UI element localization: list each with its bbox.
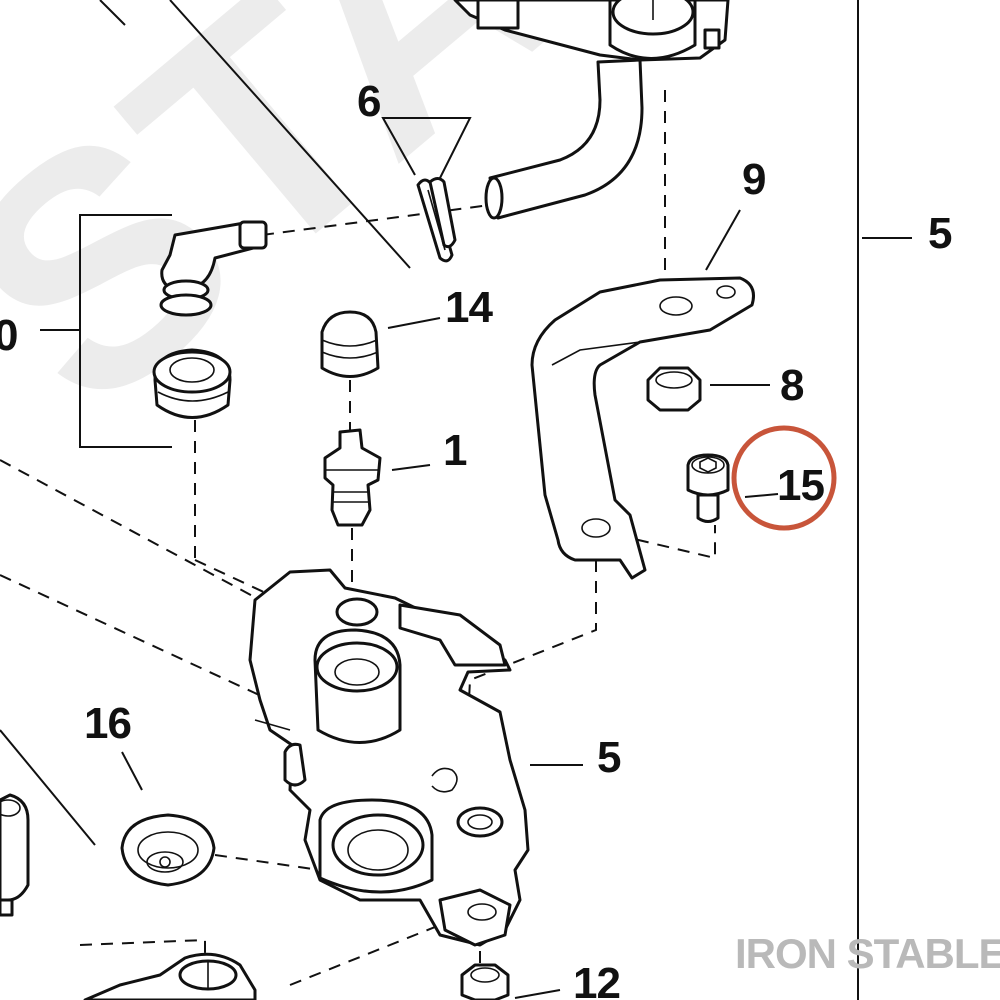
leader-line-top-left: [99, 0, 126, 26]
leader-line-left-long: [0, 729, 96, 846]
flange-nut-part: [646, 366, 702, 412]
leader-line-1: [391, 464, 431, 471]
callout-5-mid: 5: [597, 733, 621, 782]
callout-8: 8: [780, 361, 804, 410]
lever-part: [83, 952, 257, 1000]
callout-0: 0: [0, 311, 17, 360]
brand-watermark: IRON STABLE: [735, 930, 1000, 977]
background-watermark: STA: [0, 0, 620, 478]
bleeder-screw-part: [323, 428, 382, 527]
mounting-bracket-part: [530, 276, 755, 580]
reservoir-seal-part: [152, 348, 232, 419]
dust-boot-part: [120, 813, 216, 887]
leader-line-14-long: [169, 0, 411, 269]
bleeder-cap-part: [320, 310, 380, 378]
callout-16: 16: [84, 699, 131, 748]
hex-nut-part: [460, 963, 510, 1000]
piston-part: [0, 793, 30, 917]
callout-6: 6: [357, 77, 380, 126]
top-reservoir-part: [453, 0, 730, 62]
cap-screw-part: [686, 453, 730, 523]
leader-line-14: [387, 317, 441, 329]
highlight-circle-15: [731, 425, 837, 531]
hose-clip-part: [416, 177, 457, 263]
callout-14: 14: [445, 283, 493, 332]
leader-line-12: [514, 989, 561, 999]
leader-line-6: [381, 117, 472, 179]
hose-end: [484, 176, 504, 220]
callout-12: 12: [573, 959, 620, 1000]
master-cylinder-body: [248, 568, 530, 947]
elbow-fitting-part: [159, 220, 268, 317]
leader-line-9: [705, 209, 741, 271]
callout-9: 9: [742, 155, 765, 204]
brake-hose: [488, 58, 644, 220]
callout-15: 15: [777, 461, 824, 510]
leader-line-15: [744, 493, 779, 498]
leader-line-16: [121, 751, 143, 791]
callout-5-top: 5: [928, 209, 952, 258]
callout-1: 1: [443, 426, 467, 475]
